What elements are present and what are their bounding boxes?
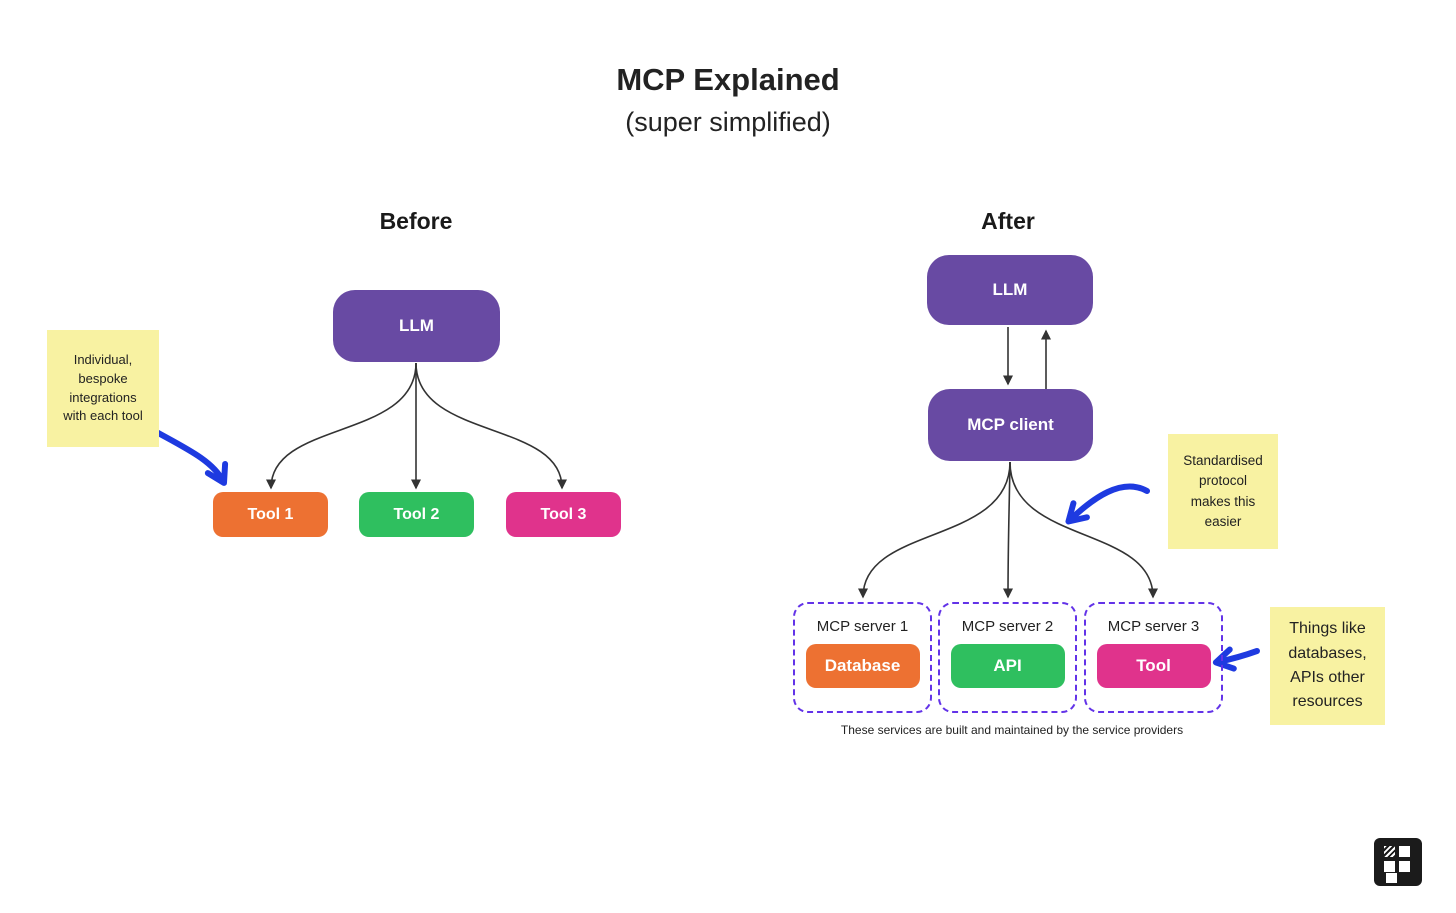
before-heading: Before	[379, 208, 453, 234]
mcp-server-1-resource-box: Database	[805, 644, 920, 688]
note1-hand-arrow	[148, 426, 229, 486]
mcp-server-1-card: MCP server 1 Database	[793, 602, 932, 713]
note-line: makes this	[1190, 493, 1256, 509]
mcp-server-2-resource-box: API	[950, 644, 1065, 688]
sticky-note-bespoke-integrations: Individual, bespoke integrations with ea…	[47, 330, 159, 447]
tool-2-label: Tool 2	[393, 505, 440, 523]
mcp-server-1-name: MCP server 1	[816, 618, 909, 635]
mcp-server-3-resource-label: Tool	[1136, 656, 1171, 675]
page-subtitle: (super simplified)	[625, 107, 831, 137]
before-llm-box: LLM	[333, 290, 500, 362]
note2-hand-arrow	[1065, 483, 1150, 525]
tool-1-box: Tool 1	[213, 492, 328, 537]
connector-client-server2	[1003, 461, 1014, 599]
logo-square	[1386, 873, 1397, 883]
note3-hand-arrow	[1212, 646, 1260, 672]
note-line: bespoke	[78, 370, 128, 386]
note-line: Things like	[1289, 620, 1366, 638]
after-llm-box: LLM	[927, 255, 1093, 325]
tool-2-box: Tool 2	[359, 492, 474, 537]
note-line: integrations	[69, 389, 137, 405]
mcp-server-3-card: MCP server 3 Tool	[1084, 602, 1223, 713]
servers-caption: These services are built and maintained …	[840, 723, 1184, 737]
tool-3-label: Tool 3	[540, 505, 587, 523]
logo-square	[1399, 861, 1410, 872]
after-llm-label: LLM	[992, 280, 1028, 299]
connector-llm-tool1	[266, 362, 417, 490]
note-line: easier	[1204, 513, 1242, 529]
connector-client-server3	[1009, 461, 1158, 599]
grid-squares-logo-icon	[1374, 838, 1422, 886]
page-title: MCP Explained	[616, 62, 840, 97]
mcp-client-box: MCP client	[928, 389, 1093, 461]
tool-1-label: Tool 1	[247, 505, 294, 523]
mcp-client-label: MCP client	[967, 415, 1054, 434]
mcp-server-2-card: MCP server 2 API	[938, 602, 1077, 713]
note-line: Individual,	[73, 351, 133, 367]
note-line: databases,	[1288, 644, 1367, 662]
tool-3-box: Tool 3	[506, 492, 621, 537]
mcp-server-3-name: MCP server 3	[1107, 618, 1200, 635]
note-line: with each tool	[63, 408, 143, 424]
mcp-server-2-name: MCP server 2	[961, 618, 1054, 635]
logo-square	[1384, 861, 1395, 872]
logo-square	[1399, 846, 1410, 857]
note-line: APIs other	[1290, 669, 1365, 686]
mcp-server-1-resource-label: Database	[824, 656, 901, 675]
mcp-server-3-resource-box: Tool	[1096, 644, 1211, 688]
sticky-note-standardised-protocol: Standardised protocol makes this easier	[1168, 434, 1278, 549]
logo-square-hatched	[1384, 846, 1395, 857]
mcp-server-2-resource-label: API	[993, 656, 1022, 675]
before-llm-label: LLM	[399, 316, 434, 335]
sticky-note-resources: Things like databases, APIs other resour…	[1270, 607, 1385, 725]
note-line: protocol	[1198, 473, 1248, 489]
connector-client-server1	[858, 461, 1011, 599]
after-heading: After	[981, 208, 1035, 234]
note-line: Standardised	[1183, 453, 1263, 468]
note-line: resources	[1292, 693, 1363, 711]
connector-llm-tool3	[415, 362, 567, 490]
